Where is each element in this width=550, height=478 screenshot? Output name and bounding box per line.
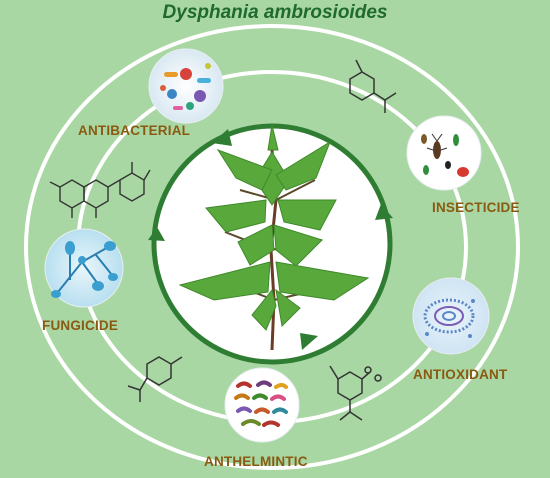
fungi-icon [44,228,124,308]
insects-icon [406,115,482,191]
bacteria-icon [148,48,224,124]
plant-icon [178,124,370,351]
cycle-arrow-icons [148,129,393,350]
label-insecticide: INSECTICIDE [432,200,520,215]
molecule-structure-icon-3 [127,356,183,402]
label-anthelmintic: ANTHELMINTIC [204,454,308,469]
molecule-structure-icon-2 [49,162,151,218]
outer-ring [24,24,520,470]
worms-icon [224,367,300,443]
label-fungicide: FUNGICIDE [42,318,119,333]
label-antioxidant: ANTIOXIDANT [413,367,508,382]
cell-icon [412,277,490,355]
molecule-structure-icon-1 [349,59,397,113]
diagram-title: Dysphania ambrosioides [162,2,388,23]
molecule-structure-icon-4 [329,365,382,421]
label-antibacterial: ANTIBACTERIAL [78,123,191,138]
